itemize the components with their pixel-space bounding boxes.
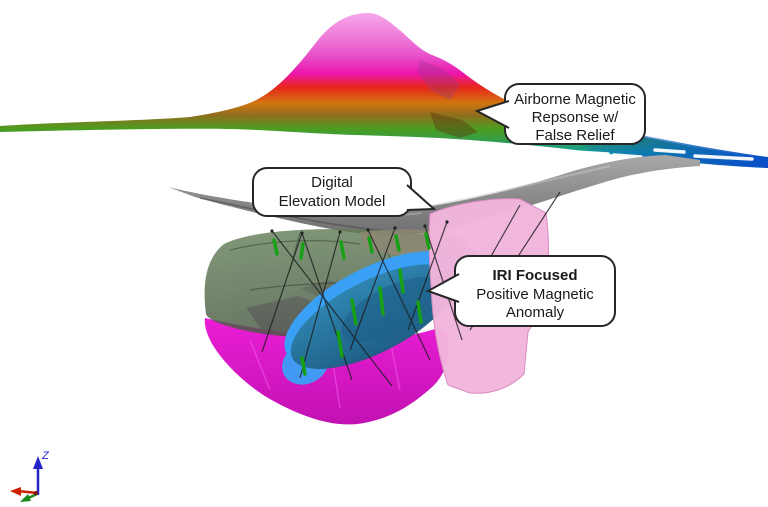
collar-dot bbox=[423, 224, 427, 228]
crease-line bbox=[229, 240, 361, 251]
surface-gap bbox=[653, 148, 686, 154]
drill-interval bbox=[339, 240, 346, 260]
callout-airborne-line1: Airborne Magnetic bbox=[514, 91, 636, 108]
callout-anomaly bbox=[425, 255, 616, 327]
collar-dot bbox=[338, 230, 342, 234]
axis-triad: Z bbox=[10, 450, 50, 502]
drill-interval bbox=[416, 300, 423, 324]
drill-interval bbox=[336, 330, 344, 358]
drill-interval bbox=[367, 236, 374, 254]
callout-airborne-tail bbox=[474, 100, 510, 129]
drillhole-trace bbox=[367, 229, 431, 361]
drill-interval bbox=[350, 298, 358, 326]
callout-anomaly-tail bbox=[425, 273, 460, 303]
axis-origin-dot bbox=[34, 491, 38, 495]
collar-dot bbox=[270, 229, 274, 233]
airborne-magnetic-surface bbox=[0, 13, 768, 168]
y-axis-arrowhead bbox=[20, 494, 31, 502]
callout-airborne-line2: Repsonse w/ bbox=[532, 109, 620, 126]
magnetic-anomaly-isosurface bbox=[282, 251, 464, 385]
anomaly-core-shadow bbox=[341, 276, 444, 343]
drill-interval bbox=[299, 242, 305, 260]
peak-shadow-lower bbox=[430, 112, 478, 138]
callout-dem-line2: Elevation Model bbox=[279, 193, 386, 210]
facet-line bbox=[249, 339, 271, 391]
callout-dem bbox=[252, 167, 437, 217]
callout-anomaly-text: IRI Focused Positive Magnetic Anomaly bbox=[476, 267, 594, 321]
drillhole-collars bbox=[270, 220, 449, 235]
callout-anomaly-line2: Positive Magnetic bbox=[476, 286, 594, 303]
callout-dem-line1: Digital bbox=[311, 174, 353, 191]
facet-line bbox=[389, 339, 401, 391]
drill-interval bbox=[272, 238, 279, 256]
drillhole-trace bbox=[261, 232, 303, 353]
surface-gap bbox=[612, 153, 643, 159]
callout-anomaly-line3: Anomaly bbox=[506, 304, 565, 321]
drill-interval bbox=[398, 268, 405, 294]
collar-dot bbox=[445, 220, 449, 224]
drillhole-mineralized-intervals bbox=[272, 232, 465, 376]
x-axis-arrowhead bbox=[10, 487, 21, 496]
peak-shadow-upper bbox=[418, 60, 460, 100]
z-axis-label: Z bbox=[41, 450, 50, 462]
collar-dot bbox=[300, 231, 304, 235]
dem-ridge-highlight bbox=[429, 165, 611, 207]
drillhole-trace bbox=[349, 227, 396, 351]
collar-dot bbox=[393, 226, 397, 230]
drill-interval bbox=[394, 234, 401, 252]
callout-dem-text: Digital Elevation Model bbox=[279, 174, 386, 210]
drillhole-trace bbox=[407, 221, 448, 331]
surface-gap bbox=[693, 154, 754, 161]
drill-interval bbox=[300, 356, 307, 376]
surface-gaps bbox=[573, 148, 754, 161]
drillhole-trace bbox=[299, 231, 341, 379]
surface-gap bbox=[573, 150, 610, 156]
z-axis-arrowhead bbox=[33, 456, 43, 469]
drill-interval bbox=[378, 286, 385, 316]
callout-anomaly-title: IRI Focused bbox=[492, 267, 577, 284]
callout-airborne-line3: False Relief bbox=[535, 127, 615, 144]
collar-dot bbox=[366, 228, 370, 232]
drill-interval bbox=[424, 232, 431, 250]
callout-airborne-text: Airborne Magnetic Repsonse w/ False Reli… bbox=[514, 91, 636, 144]
callout-airborne-magnetic bbox=[474, 83, 646, 145]
x-axis-line bbox=[17, 489, 38, 495]
drillhole-trace bbox=[271, 230, 393, 387]
callout-dem-tail bbox=[406, 184, 437, 211]
